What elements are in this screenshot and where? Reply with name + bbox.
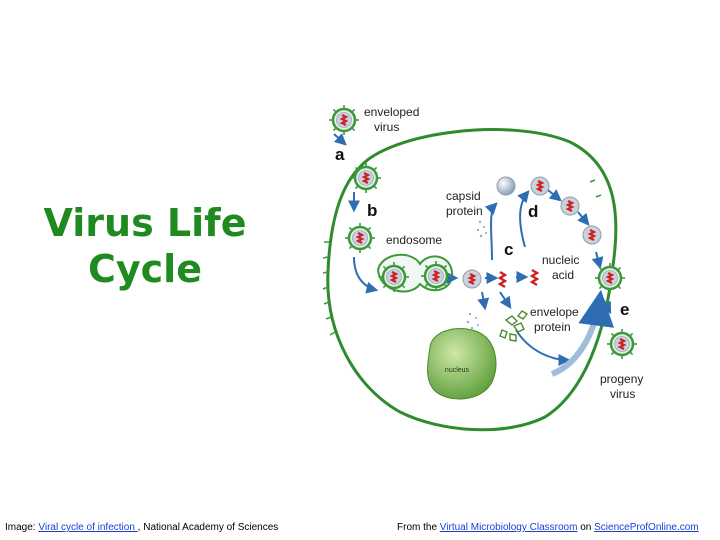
cell-membrane — [326, 128, 618, 432]
envelope-protein-label-2: protein — [534, 320, 571, 334]
envelope-to-membrane-arrow — [550, 289, 615, 377]
step-c-label: c — [504, 240, 513, 259]
uncoating-capsid-icon — [461, 268, 483, 290]
nucleic-acid-label-1: nucleic — [542, 253, 579, 267]
virtual-microbiology-link[interactable]: Virtual Microbiology Classroom — [439, 522, 578, 533]
nucleic-acid-label-2: acid — [552, 268, 574, 282]
endosome-label: endosome — [386, 233, 442, 247]
progeny-virus-label-1: progeny — [600, 372, 643, 386]
endosome-virus-2-icon — [419, 259, 453, 293]
scienceprofonline-link[interactable]: ScienceProfOnline.com — [594, 522, 699, 533]
assembled-capsid-3-icon — [581, 224, 603, 246]
endosome-virus-1-icon — [377, 260, 411, 294]
enveloped-virus-icon — [327, 103, 361, 137]
source-credit-mid: on — [577, 522, 595, 533]
envelope-protein-label-1: envelope — [530, 305, 579, 319]
source-credit: From the Virtual Microbiology Classroom … — [397, 522, 699, 533]
title-line-2: Cycle — [88, 247, 202, 291]
viral-cycle-link[interactable]: Viral cycle of infection — [38, 522, 138, 533]
nucleic-acid-icon-1 — [498, 270, 507, 289]
slide-title: Virus Life Cycle — [20, 200, 270, 292]
step-b-label: b — [367, 201, 377, 220]
virus-cycle-diagram: nucleus — [322, 103, 643, 432]
source-credit-prefix: From the — [397, 522, 440, 533]
membrane-spikes — [322, 179, 602, 336]
budding-virus-icon — [593, 261, 627, 295]
image-credit-prefix: Image: — [5, 522, 39, 533]
attaching-virus-icon — [349, 161, 383, 195]
title-line-1: Virus Life — [43, 201, 247, 245]
step-d-label: d — [528, 202, 538, 221]
step-e-label: e — [620, 300, 629, 319]
protein-specks — [466, 220, 487, 330]
nucleus-label: nucleus — [445, 367, 470, 374]
nucleus — [427, 328, 497, 400]
image-credit: Image: Viral cycle of infection , Nation… — [5, 522, 278, 533]
capsid-protein-label-2: protein — [446, 204, 483, 218]
step-a-label: a — [335, 145, 345, 164]
enveloped-virus-label-1: enveloped — [364, 105, 419, 119]
capsid-protein-label-1: capsid — [446, 189, 481, 203]
progeny-virus-label-2: virus — [610, 387, 635, 401]
assembled-capsid-1-icon — [529, 175, 551, 197]
capsid-protein-icon — [496, 176, 516, 196]
enveloped-virus-label-2: virus — [374, 120, 399, 134]
assembled-capsid-2-icon — [559, 195, 581, 217]
entering-virus-icon — [343, 221, 377, 255]
image-credit-suffix: , National Academy of Sciences — [137, 522, 279, 533]
progeny-virus-icon — [605, 327, 639, 361]
nucleic-acid-icon-2 — [530, 268, 539, 287]
envelope-protein-icon — [499, 310, 529, 342]
